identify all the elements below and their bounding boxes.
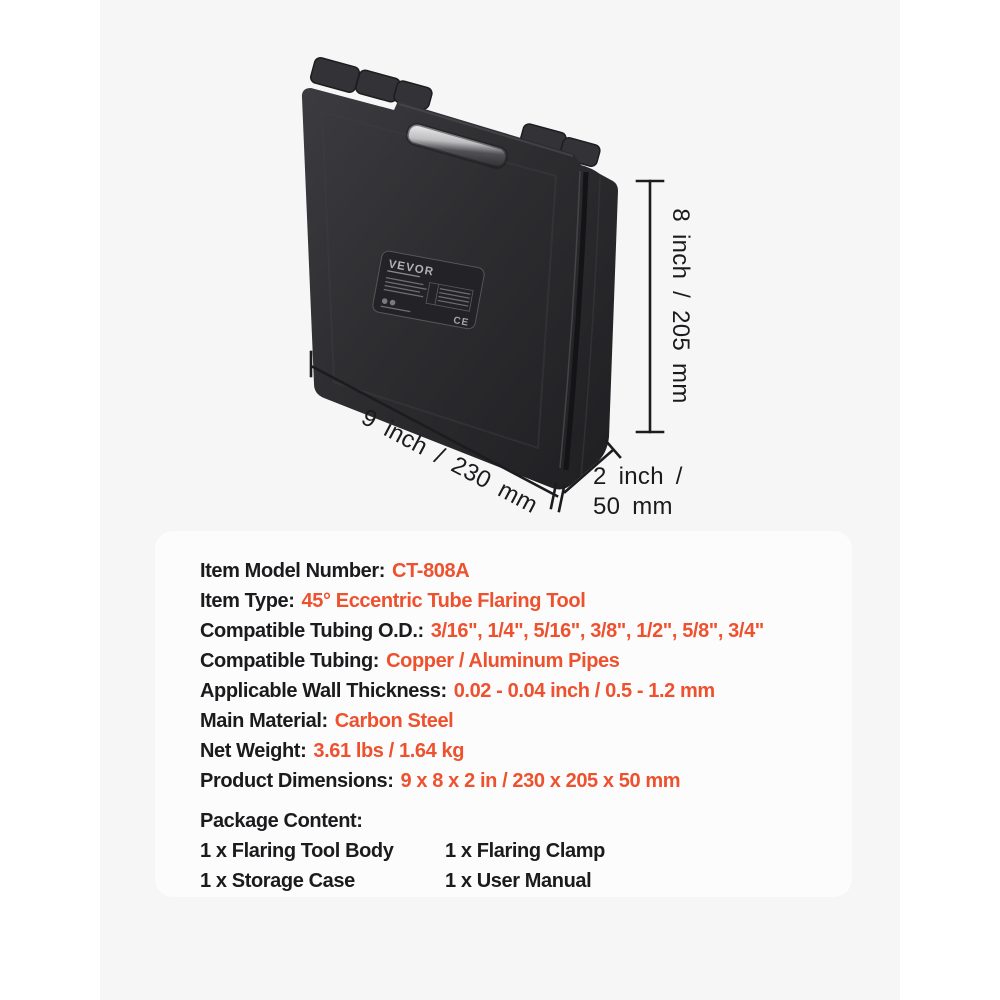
label-spec-table (425, 282, 474, 312)
spec-value: Copper / Aluminum Pipes (386, 650, 620, 672)
ce-mark-text: CE (452, 315, 470, 329)
spec-row-tubing: Compatible Tubing: Copper / Aluminum Pipe… (200, 646, 822, 676)
package-content-title: Package Content: (200, 810, 363, 832)
width-dimension-line (311, 365, 559, 498)
package-item: 1 x Flaring Tool Body (200, 840, 394, 862)
depth-dimension-label-line2: 50 mm (593, 493, 673, 520)
spec-value: 0.02 - 0.04 inch / 0.5 - 1.2 mm (453, 680, 715, 702)
spec-label: Main Material: (200, 710, 328, 732)
spec-value: CT-808A (392, 560, 470, 582)
spec-row-dimensions: Product Dimensions: 9 x 8 x 2 in / 230 x … (200, 766, 822, 796)
spec-label: Applicable Wall Thickness: (200, 680, 447, 702)
package-item: 1 x Flaring Clamp (445, 840, 605, 862)
case-handle-bar (398, 103, 574, 157)
case-seam-lines (559, 170, 601, 478)
label-fine-print-lines (380, 277, 427, 313)
height-dimension-label: 8 inch / 205 mm (667, 208, 694, 403)
package-item: 1 x Storage Case (200, 870, 355, 892)
dimension-lines (309, 179, 665, 513)
spec-value: 9 x 8 x 2 in / 230 x 205 x 50 mm (400, 770, 681, 792)
spec-row-material: Main Material: Carbon Steel (200, 706, 822, 736)
label-underline (387, 270, 420, 278)
spec-row-tubing-od: Compatible Tubing O.D.: 3/16", 1/4", 5/16… (200, 616, 822, 646)
spec-value: 3.61 lbs / 1.64 kg (313, 740, 465, 762)
vevor-label: VEVOR CE (372, 250, 485, 330)
spec-value: Carbon Steel (334, 710, 454, 732)
spec-row-wall-thickness: Applicable Wall Thickness: 0.02 - 0.04 in… (200, 676, 822, 706)
spec-value: 45° Eccentric Tube Flaring Tool (301, 590, 586, 612)
spec-row-model: Item Model Number: CT-808A (200, 556, 822, 586)
spec-row-weight: Net Weight: 3.61 lbs / 1.64 kg (200, 736, 822, 766)
spec-label: Product Dimensions: (200, 770, 394, 792)
certification-icons (381, 298, 396, 306)
spec-card: Item Model Number: CT-808A Item Type: 45° … (155, 531, 852, 897)
spec-label: Compatible Tubing O.D.: (200, 620, 424, 642)
case-handle-slot (405, 122, 509, 170)
package-content-list: 1 x Flaring Tool Body 1 x Flaring Clamp … (200, 836, 822, 896)
depth-dimension-line (563, 448, 615, 494)
spec-label: Net Weight: (200, 740, 307, 762)
case-latch-tabs (310, 57, 601, 168)
spec-value: 3/16", 1/4", 5/16", 3/8", 1/2", 5/8", 3/… (430, 620, 765, 642)
spec-label: Compatible Tubing: (200, 650, 380, 672)
spec-row-type: Item Type: 45° Eccentric Tube Flaring Too… (200, 586, 822, 616)
spec-label: Item Type: (200, 590, 295, 612)
spec-label: Item Model Number: (200, 560, 386, 582)
depth-dimension-label-line1: 2 inch / (593, 463, 683, 490)
package-item: 1 x User Manual (445, 870, 592, 892)
